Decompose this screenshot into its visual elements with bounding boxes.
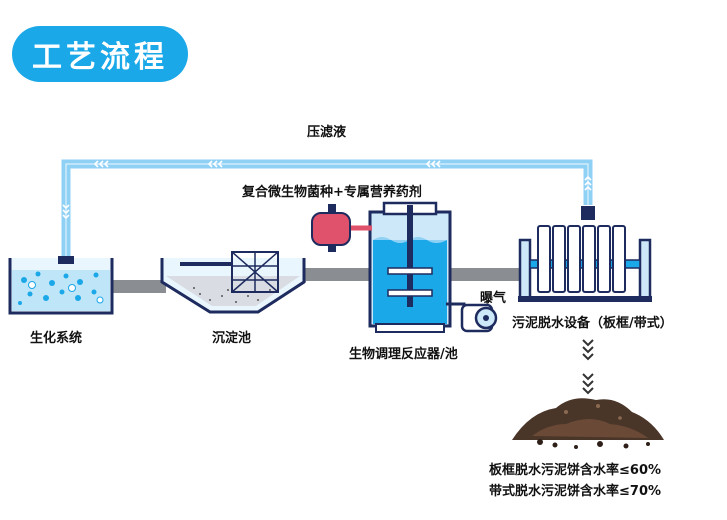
section-title-badge: 工艺流程 <box>12 26 188 82</box>
result-line-2: 带式脱水污泥饼含水率≤70% <box>489 484 662 499</box>
settling-tank <box>160 251 306 314</box>
dosing-unit <box>311 204 372 252</box>
filtrate-return-pipe <box>61 159 593 262</box>
bio-system-label: 生化系统 <box>30 331 83 346</box>
sludge-cake-pile <box>512 398 664 449</box>
section-title: 工艺流程 <box>32 40 168 75</box>
aeration-label: 曝气 <box>480 291 507 306</box>
bio-reactor-label: 生物调理反应器/池 <box>349 347 458 362</box>
aeration-blower <box>446 302 498 333</box>
filtrate-label: 压滤液 <box>307 125 347 140</box>
dosing-label: 复合微生物菌种+专属营养药剂 <box>242 185 422 200</box>
cake-discharge-arrows <box>582 339 594 395</box>
bio-reactor <box>368 201 452 333</box>
settling-tank-label: 沉淀池 <box>212 331 252 346</box>
filter-press <box>518 206 652 302</box>
bio-system-tank <box>8 256 114 315</box>
dewatering-label: 污泥脱水设备（板框/带式） <box>512 316 673 331</box>
result-line-1: 板框脱水污泥饼含水率≤60% <box>489 463 662 478</box>
